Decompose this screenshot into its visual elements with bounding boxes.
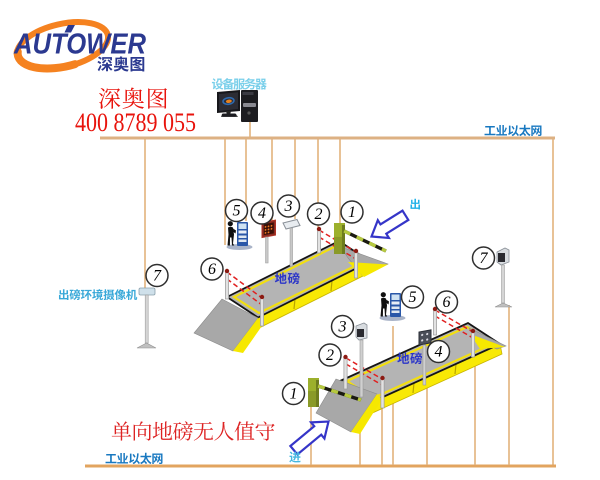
svg-text:2: 2 — [326, 347, 334, 364]
svg-text:5: 5 — [409, 289, 417, 306]
svg-text:6: 6 — [208, 261, 216, 278]
svg-text:3: 3 — [338, 319, 347, 336]
svg-text:7: 7 — [480, 250, 489, 267]
svg-text:2: 2 — [315, 206, 323, 223]
svg-text:4: 4 — [435, 344, 443, 361]
svg-text:5: 5 — [233, 203, 241, 220]
svg-text:6: 6 — [443, 294, 451, 311]
svg-text:3: 3 — [284, 198, 293, 215]
svg-text:1: 1 — [348, 204, 356, 221]
svg-text:400 8789 055: 400 8789 055 — [75, 108, 196, 137]
svg-text:1: 1 — [290, 386, 298, 403]
svg-text:7: 7 — [153, 268, 162, 285]
svg-text:4: 4 — [258, 205, 266, 222]
svg-text:AUTOWER: AUTOWER — [13, 29, 146, 61]
